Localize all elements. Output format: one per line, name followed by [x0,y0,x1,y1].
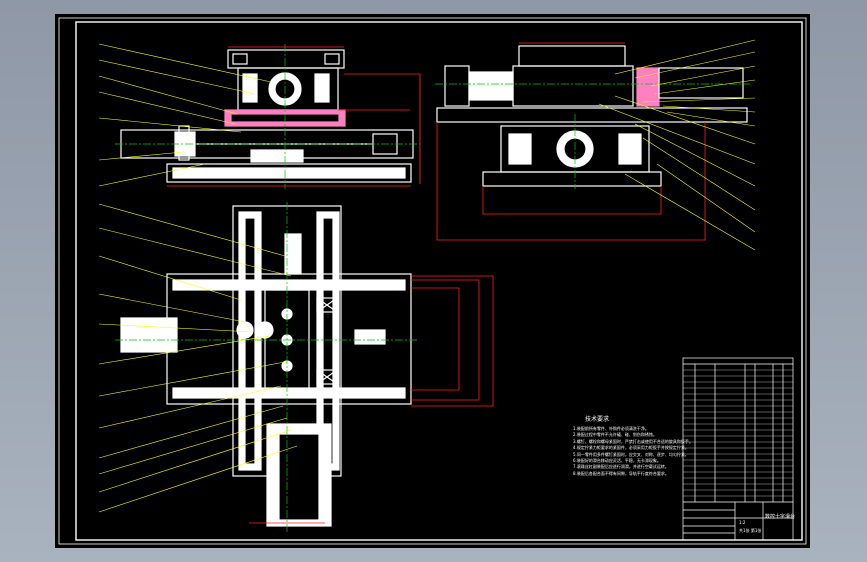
notes-title: 技术要求 [585,416,610,423]
side-view [436,45,748,187]
outer-border [58,17,807,545]
top-view [120,205,412,527]
note-line: 3.螺钉、螺栓和螺母紧固时，严禁打击或使用不合适的旋具和扳手。 [573,438,693,444]
technical-notes: 技术要求 1.装配前所有零件、外购件必须清洗干净。 2.装配过程中零件不允许磕、… [573,416,743,477]
note-line: 2.装配过程中零件不允许磕、碰、划伤和锈蚀。 [573,432,657,438]
side-dimensions [436,42,706,241]
sheet-number: 共1张 第1张 [739,528,762,533]
front-dimensions [167,46,421,187]
front-view [120,49,414,183]
side-centerlines [435,83,750,189]
top-dimensions [249,275,494,524]
note-line: 6.装配好的滑台移动应灵活、平稳，无卡滞现象。 [573,458,661,464]
leader-lines [98,39,756,513]
inner-border [75,21,803,541]
scale-value: 1:2 [739,520,746,525]
note-line: 4.规定拧紧力矩要求的紧固件，必须采用力矩扳手并按规定拧紧。 [573,445,689,451]
top-centerlines [115,202,417,532]
note-line: 8.装配后各配合面不得有间隙，导轨平行度符合要求。 [573,470,669,476]
title-block-rows [683,369,793,497]
note-line: 1.装配前所有零件、外购件必须清洗干净。 [573,426,649,431]
note-line: 5.同一零件用多件螺钉紧固时，应交叉、对称、逐步、均匀拧紧。 [573,451,689,457]
assembly-drawing [58,17,807,545]
drawing-sheet: 技术要求 1.装配前所有零件、外购件必须清洗干净。 2.装配过程中零件不允许磕、… [55,14,810,548]
note-line: 7.滚珠丝杠副装配后应进行润滑，并进行空载试运转。 [573,464,669,470]
title-block [682,357,794,541]
drawing-name: 数控十字滑台 [765,514,796,520]
front-centerlines [115,44,420,189]
